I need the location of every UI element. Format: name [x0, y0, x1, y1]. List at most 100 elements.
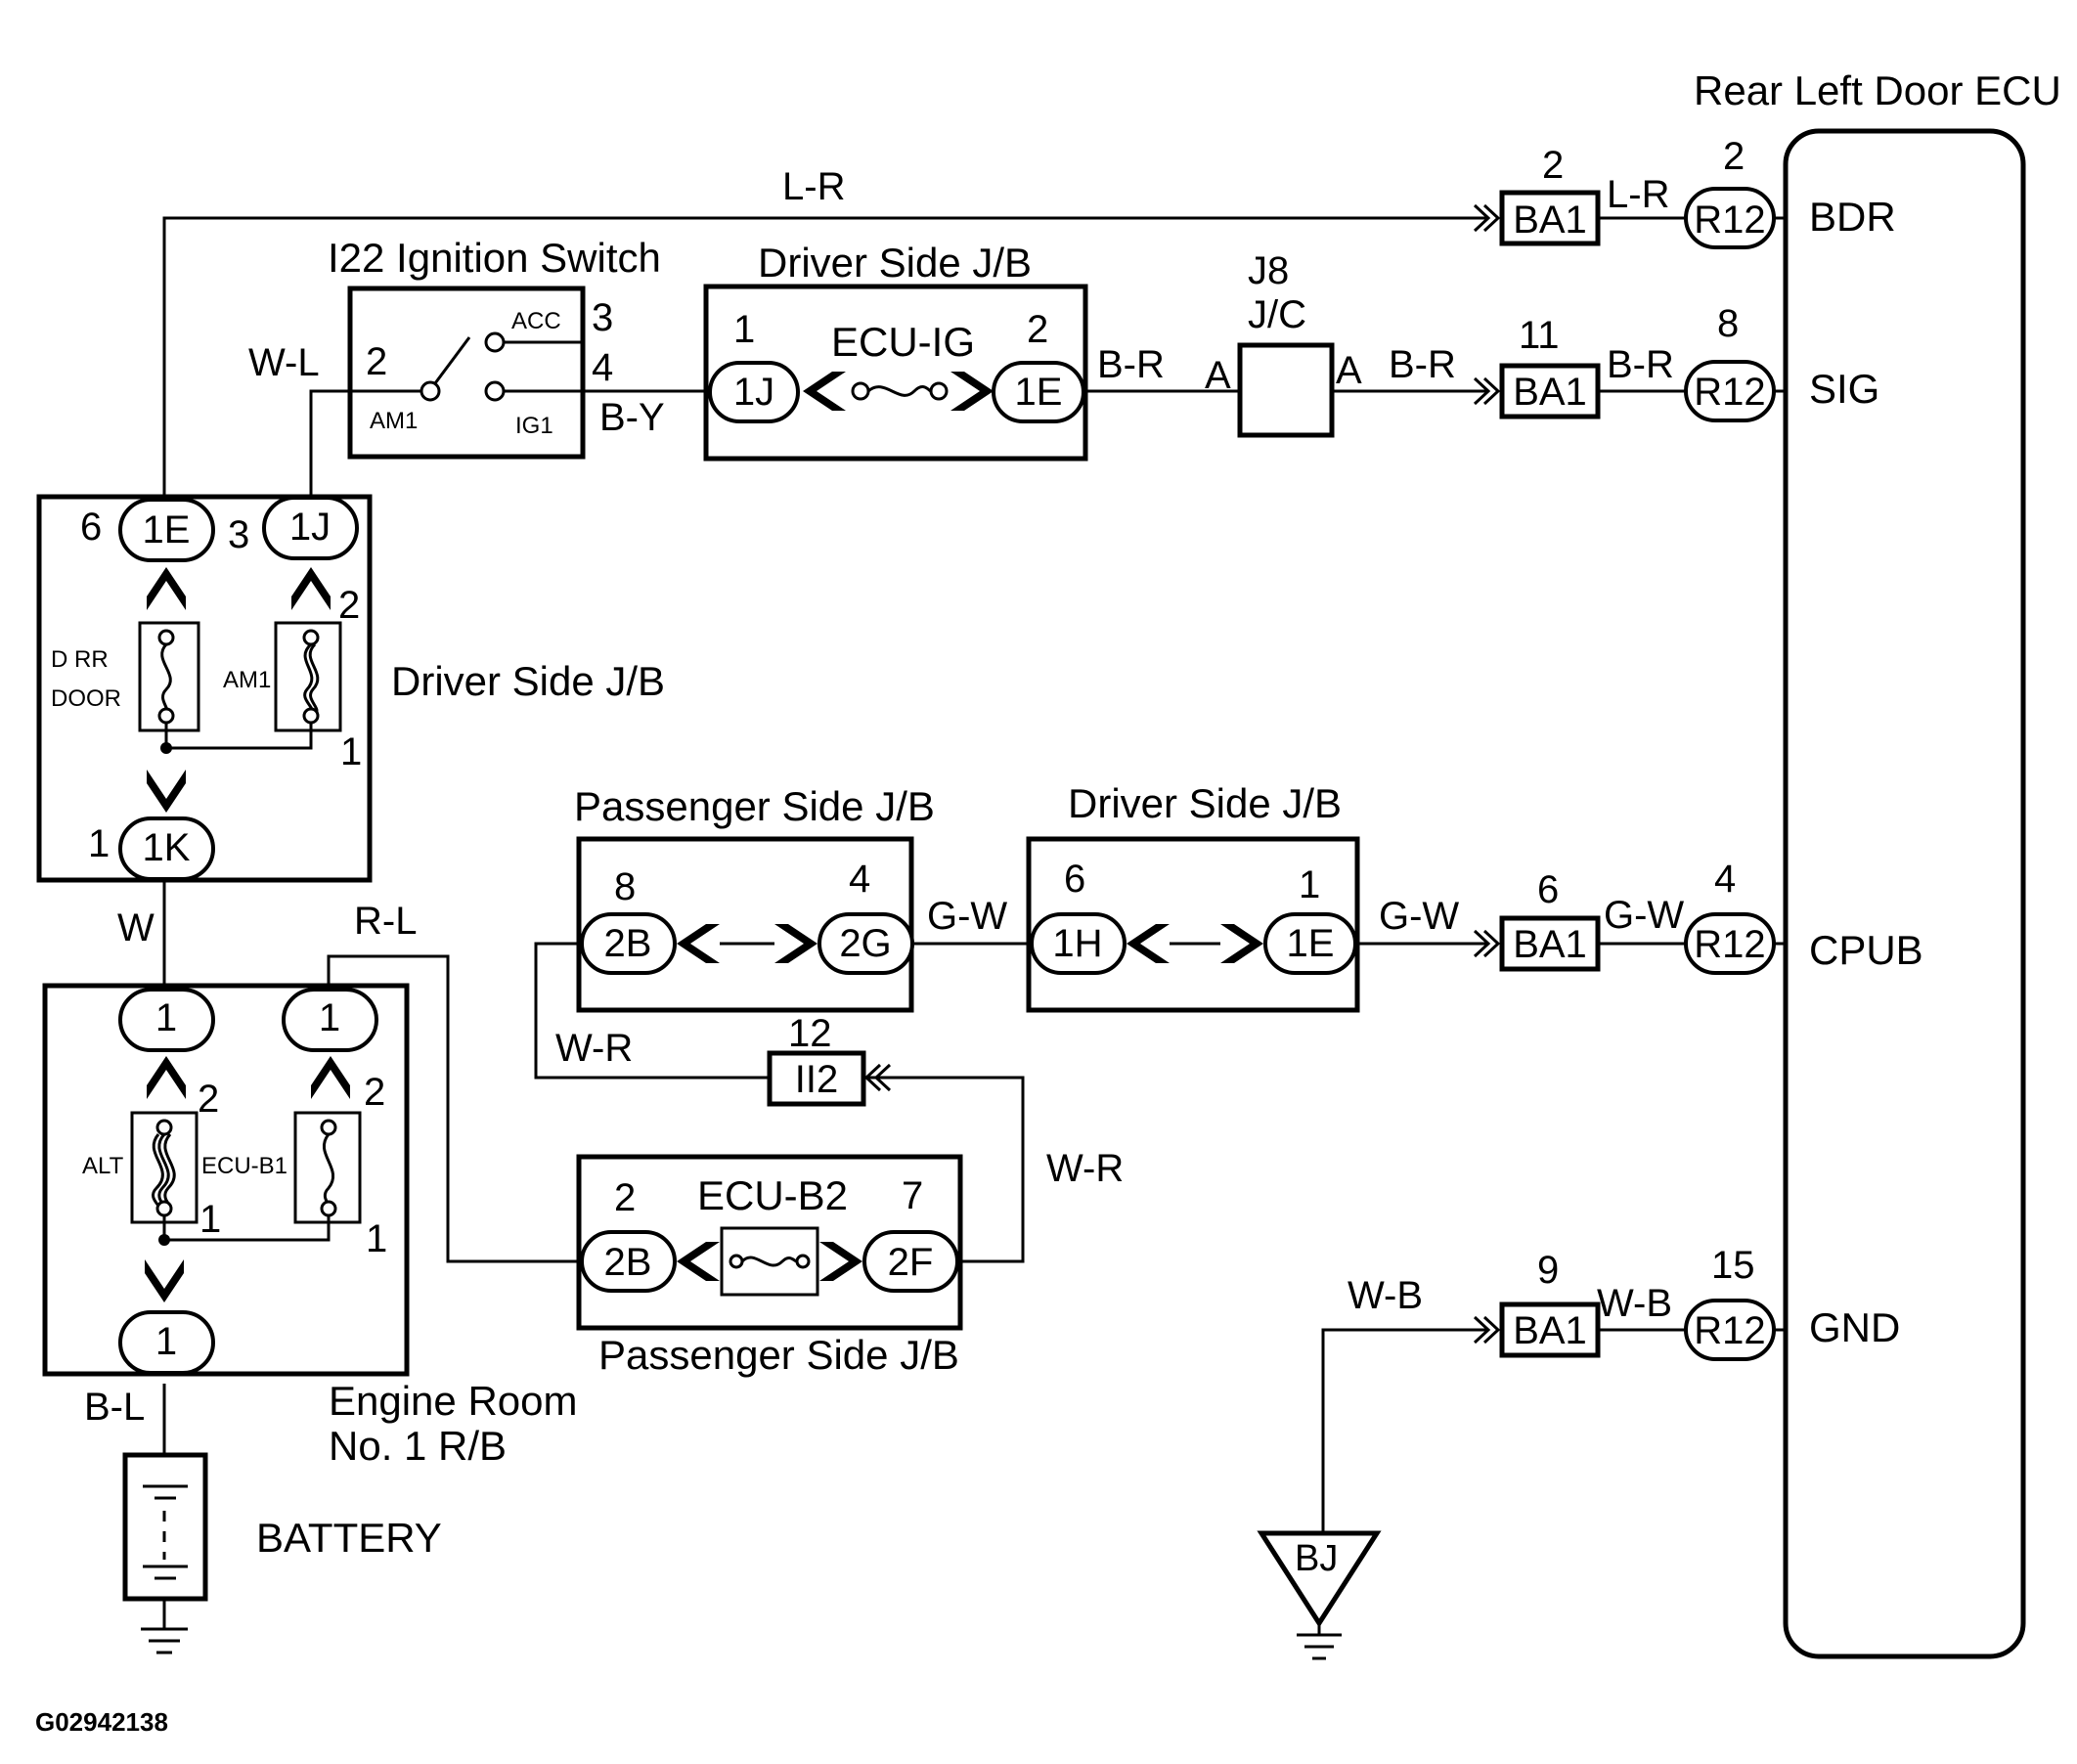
wire-label-wl: W-L [248, 341, 320, 384]
connector-ecub1-top-label: 1 [319, 996, 340, 1039]
wire-label-br-2: B-R [1389, 343, 1456, 386]
ba1-label: BA1 [1513, 1309, 1587, 1352]
pin-am1-fuse: 2 [338, 584, 360, 627]
connector-1e [992, 361, 1085, 423]
connector-1h [1030, 912, 1127, 975]
connector-column: BA1 2 L-R R12 2 BA1 11 B-R R12 8 BA1 6 G… [1473, 135, 1776, 1361]
connector-1e-label: 1E [143, 508, 191, 551]
battery-box [122, 1452, 208, 1602]
drv-mid-pin-left: 6 [1064, 858, 1085, 901]
ecu-terminal-cpub: CPUB [1809, 927, 1923, 973]
engine-rb-title-1: Engine Room [329, 1378, 577, 1424]
fuse-terminal [155, 1200, 173, 1217]
fuse-terminal [320, 1200, 337, 1217]
engine-room-rb: Engine Room No. 1 R/B 1 1 2 2 ALT ECU-B1… [42, 983, 577, 1469]
junction-connector-j8: J8 J/C A A [1205, 249, 1362, 438]
connector-1e [1263, 912, 1357, 975]
connector-1k-label: 1K [143, 826, 191, 869]
wire-wr-left [534, 942, 768, 1080]
pin-junction: 1 [340, 730, 362, 773]
engine-rb-bus [162, 1215, 331, 1242]
wire-label-wb-1: W-B [1348, 1274, 1423, 1317]
switch-contact-am1 [420, 380, 441, 402]
fuse-element-icon [867, 385, 932, 397]
connector-1k [118, 816, 215, 881]
driver-jb-top-title: Driver Side J/B [758, 240, 1032, 286]
wire-label-gw-2: G-W [1379, 895, 1459, 938]
pass-lower-pin-left: 2 [614, 1176, 636, 1219]
fuse-drr-label-1: D RR [51, 646, 109, 673]
rear-left-door-ecu: Rear Left Door ECU BDR SIG CPUB GND [1694, 67, 2061, 1659]
connector-engine-bottom [118, 1310, 215, 1375]
wire-label-lr-top: L-R [782, 165, 845, 208]
connector-1h-label: 1H [1052, 922, 1102, 965]
wire-label-rl: R-L [354, 900, 417, 943]
ba1-connector [1499, 915, 1601, 972]
connector-1j-label: 1J [289, 506, 331, 549]
fuse-terminal [729, 1254, 744, 1269]
connector-1j-label: 1J [733, 371, 774, 414]
fuse-terminal [157, 629, 175, 646]
ground-icon [1297, 1633, 1342, 1660]
wire-label-w: W [117, 906, 155, 949]
pin-1j: 3 [228, 513, 249, 556]
ecu-ig-fuse-label: ECU-IG [831, 319, 975, 365]
r12-label: R12 [1694, 371, 1765, 414]
switch-pin-ig1: 4 [592, 346, 613, 389]
fuse-drr-label-2: DOOR [51, 685, 121, 712]
ba1-connector [1499, 363, 1601, 419]
r12-pin: 15 [1711, 1244, 1755, 1287]
fuse-terminal [302, 707, 320, 725]
jc-box [1237, 342, 1335, 438]
ground-icon [141, 1627, 188, 1654]
r12-label: R12 [1694, 923, 1765, 966]
double-chevron-arrow [1473, 929, 1501, 958]
ii2-pin: 12 [788, 1012, 832, 1055]
fuse-ecub1-label: ECU-B1 [201, 1153, 287, 1179]
connector-2g [818, 912, 914, 975]
drv-mid-pin-right: 1 [1299, 863, 1320, 906]
connector-1j [708, 361, 800, 423]
fuse-alt-label: ALT [82, 1153, 124, 1179]
ground-bj: BJ [1257, 1530, 1382, 1660]
fuse-terminal [320, 1119, 337, 1136]
ba1-pin: 6 [1537, 868, 1559, 911]
switch-label-ig1: IG1 [515, 413, 553, 439]
wire-label-wr-1: W-R [555, 1027, 633, 1070]
wire-label-br-3: B-R [1607, 343, 1674, 386]
connector-2b [580, 912, 677, 975]
ba1-pin: 11 [1519, 314, 1560, 357]
jc-line2: J/C [1248, 293, 1306, 336]
fuse-terminal [157, 707, 175, 725]
pass-upper-pin-right: 4 [849, 858, 870, 901]
ba1-pin: 2 [1542, 144, 1564, 187]
passenger-jb-upper: Passenger Side J/B 8 4 2B 2G [574, 783, 935, 1013]
connector-ii2: 12 II2 [767, 1012, 892, 1107]
driver-jb-left-title: Driver Side J/B [391, 658, 665, 704]
ground-triangle [1257, 1530, 1382, 1628]
driver-jb-top: Driver Side J/B 1 2 ECU-IG 1J 1E [703, 240, 1088, 462]
battery-label: BATTERY [256, 1515, 442, 1561]
r12-pin: 2 [1723, 135, 1745, 178]
ecu-b2-fuse-label: ECU-B2 [697, 1172, 848, 1218]
ignition-switch-box [347, 286, 586, 460]
passenger-jb-upper-title: Passenger Side J/B [574, 783, 935, 829]
passenger-jb-lower-title: Passenger Side J/B [598, 1332, 959, 1378]
ignition-switch: I22 Ignition Switch 2 3 4 ACC AM1 IG1 [328, 235, 661, 460]
wire-label-bl: B-L [84, 1386, 145, 1429]
connector-1e-label: 1E [1015, 371, 1063, 414]
engine-rb-title-2: No. 1 R/B [329, 1423, 507, 1469]
wire-label-wb-2: W-B [1597, 1282, 1672, 1325]
r12-connector [1684, 912, 1776, 975]
switch-label-am1: AM1 [370, 408, 418, 434]
switch-pin-am1: 2 [366, 340, 387, 383]
connector-2b-label: 2B [604, 922, 652, 965]
wire-label-br-1: B-R [1097, 343, 1165, 386]
wire-wb-1 [1321, 1328, 1486, 1533]
wire-lr-bdr [162, 216, 1486, 497]
ba1-pin: 9 [1537, 1249, 1559, 1292]
r12-connector [1684, 1299, 1776, 1361]
r12-connector [1684, 360, 1776, 422]
ecu-body [1783, 128, 2026, 1659]
